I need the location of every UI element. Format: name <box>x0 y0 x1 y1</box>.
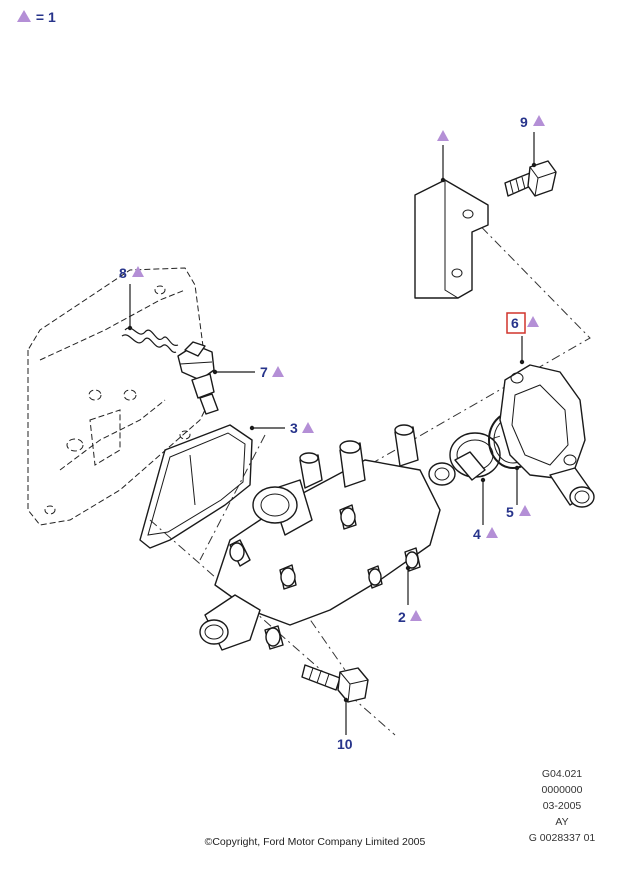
triangle-marker-icon <box>527 316 539 327</box>
callout-label: 10 <box>337 736 353 752</box>
callout-10: 10 <box>337 736 353 752</box>
legend: = 1 <box>16 9 56 25</box>
triangle-marker-icon <box>410 610 422 621</box>
copyright: ©Copyright, Ford Motor Company Limited 2… <box>204 836 426 848</box>
legend-text: = 1 <box>35 9 56 25</box>
callout-5: 5 <box>506 504 531 520</box>
bracket-marker <box>437 130 449 141</box>
triangle-marker-icon <box>302 422 314 433</box>
callout-label: 9 <box>520 114 528 130</box>
ref-number: 0000000 <box>541 784 583 796</box>
callout-8: 8 <box>119 265 144 281</box>
callout-9: 9 <box>520 114 545 130</box>
leader-lines <box>127 132 537 735</box>
bolt-9 <box>504 160 557 197</box>
callout-label: 2 <box>398 609 406 625</box>
callout-6: 6 <box>506 312 539 334</box>
triangle-marker-icon <box>519 505 531 516</box>
thermostat-housing-2 <box>199 424 441 651</box>
callout-2: 2 <box>398 609 422 625</box>
callout-label: 3 <box>290 420 298 436</box>
ref-date: 03-2005 <box>542 800 582 812</box>
engine-block <box>27 267 211 526</box>
triangle-marker-icon <box>486 527 498 538</box>
triangle-marker-icon <box>272 366 284 377</box>
callout-7: 7 <box>260 364 284 380</box>
bolt-10 <box>301 664 369 703</box>
ref-code: G04.021 <box>541 768 583 780</box>
sensor-7 <box>177 341 219 415</box>
ref-revision: AY <box>555 816 569 828</box>
triangle-marker-icon <box>132 266 144 277</box>
gasket-3 <box>139 424 253 549</box>
triangle-marker-icon <box>533 115 545 126</box>
callout-label: 6 <box>511 315 519 331</box>
bracket <box>414 179 489 299</box>
callout-label: 4 <box>473 526 481 542</box>
triangle-marker-icon <box>17 10 31 22</box>
callout-label: 5 <box>506 504 514 520</box>
callout-3: 3 <box>290 420 314 436</box>
callout-label: 7 <box>260 364 268 380</box>
callout-label: 8 <box>119 265 127 281</box>
thermostat-cover-6 <box>499 364 595 508</box>
gasket-8 <box>121 327 179 353</box>
ref-drawing-id: G 0028337 01 <box>528 832 596 844</box>
triangle-marker-icon <box>437 130 449 141</box>
thermostat-4 <box>428 432 501 486</box>
highlight-box <box>506 312 526 334</box>
callout-4: 4 <box>473 526 498 542</box>
